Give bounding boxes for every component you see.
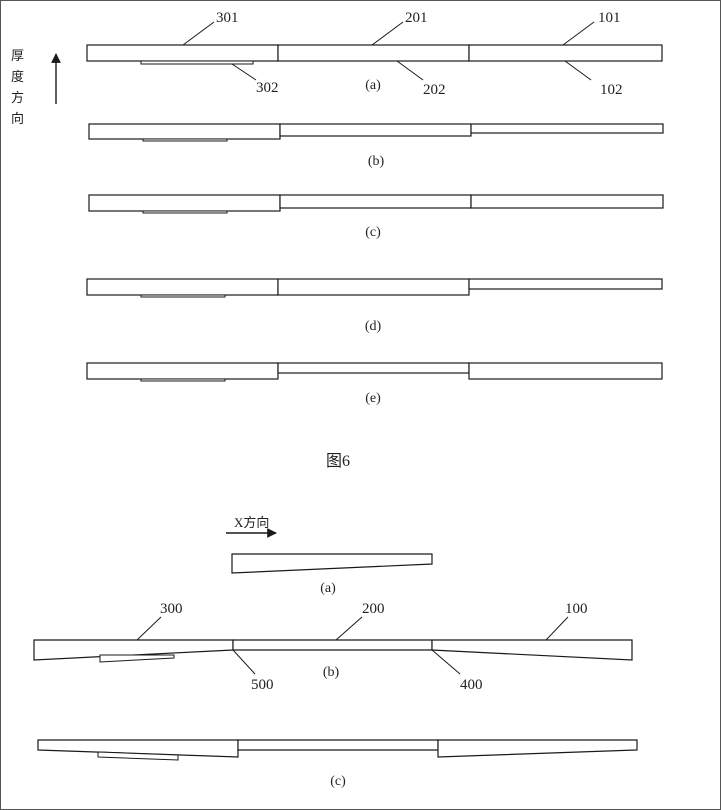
reinforcement-strip-300-c — [97, 751, 179, 761]
fig7-subfigure-label-a: (a) — [320, 581, 336, 596]
panel-200-c — [237, 739, 439, 751]
fig6-group: 厚 度 方 向 301 201 101 302 202 102 (a) — [11, 10, 664, 470]
subfigure-label-a: (a) — [365, 78, 381, 93]
panel-301-e — [86, 362, 279, 380]
label-101: 101 — [598, 10, 621, 26]
reinforcement-302-d — [140, 294, 226, 298]
leader-102 — [564, 60, 592, 81]
label-202: 202 — [423, 82, 446, 98]
fig6-caption: 图6 — [326, 453, 350, 470]
label-302: 302 — [256, 80, 279, 96]
panel-301-b — [88, 123, 281, 140]
reinforcement-strip-300 — [99, 654, 175, 663]
thickness-direction-char-4: 向 — [11, 111, 24, 126]
panel-301-c — [88, 194, 281, 212]
label-102: 102 — [600, 82, 623, 98]
reinforcement-302 — [140, 60, 254, 65]
fig7-subfigure-c: (c) — [37, 739, 638, 789]
fig7-subfigure-b: 300 200 100 500 400 (b) — [33, 601, 633, 693]
label-301: 301 — [216, 10, 239, 26]
label-100: 100 — [565, 601, 588, 617]
label-300: 300 — [160, 601, 183, 617]
panel-101-c — [470, 194, 664, 209]
leader-400 — [431, 649, 461, 675]
fig7-subfigure-label-b: (b) — [323, 665, 340, 680]
fig7-subfigure-label-c: (c) — [330, 774, 346, 789]
fig6-subfigure-b: (b) — [88, 123, 664, 169]
panel-201-e — [277, 362, 470, 374]
panel-201 — [277, 44, 470, 62]
label-201: 201 — [405, 10, 428, 26]
panel-100-c — [437, 739, 638, 758]
panel-101-e — [468, 362, 663, 380]
fig7-group: X方向 (a) 300 200 100 500 400 (b) — [33, 515, 638, 789]
fig6-subfigure-a: 301 201 101 302 202 102 (a) — [86, 10, 663, 98]
fig6-subfigure-d: (d) — [86, 278, 663, 334]
panel-101-d — [468, 278, 663, 290]
reinforcement-302-b — [142, 138, 228, 142]
leader-300 — [136, 616, 162, 641]
panel-301 — [86, 44, 279, 62]
x-direction-label: X方向 — [234, 515, 269, 530]
thickness-direction-char-1: 厚 — [11, 48, 24, 63]
thickness-direction-char-3: 方 — [11, 90, 24, 105]
leader-202 — [396, 60, 424, 81]
panel-201-b — [279, 123, 472, 137]
panel-101 — [468, 44, 663, 62]
panel-300-c — [37, 739, 239, 758]
leader-500 — [232, 649, 256, 675]
label-400: 400 — [460, 677, 483, 693]
reinforcement-302-e — [140, 378, 226, 382]
label-200: 200 — [362, 601, 385, 617]
panel-200 — [232, 639, 433, 651]
label-500: 500 — [251, 677, 274, 693]
subfigure-label-e: (e) — [365, 391, 381, 406]
tapered-panel — [231, 553, 433, 574]
leader-301 — [182, 21, 215, 46]
panel-301-d — [86, 278, 279, 296]
panel-101-b — [470, 123, 664, 134]
leader-100 — [545, 616, 569, 641]
thickness-direction-char-2: 度 — [11, 69, 24, 84]
leader-200 — [335, 616, 363, 641]
subfigure-label-c: (c) — [365, 225, 381, 240]
panel-100 — [431, 639, 633, 661]
fig6-subfigure-e: (e) — [86, 362, 663, 406]
panel-201-c — [279, 194, 472, 209]
panel-201-d — [277, 278, 470, 296]
leader-201 — [371, 21, 404, 46]
leader-101 — [562, 21, 595, 46]
leader-302 — [231, 63, 257, 81]
subfigure-label-d: (d) — [365, 319, 382, 334]
fig6-subfigure-c: (c) — [88, 194, 664, 240]
fig7-subfigure-a: (a) — [231, 553, 433, 596]
subfigure-label-b: (b) — [368, 154, 385, 169]
reinforcement-302-c — [142, 210, 228, 214]
